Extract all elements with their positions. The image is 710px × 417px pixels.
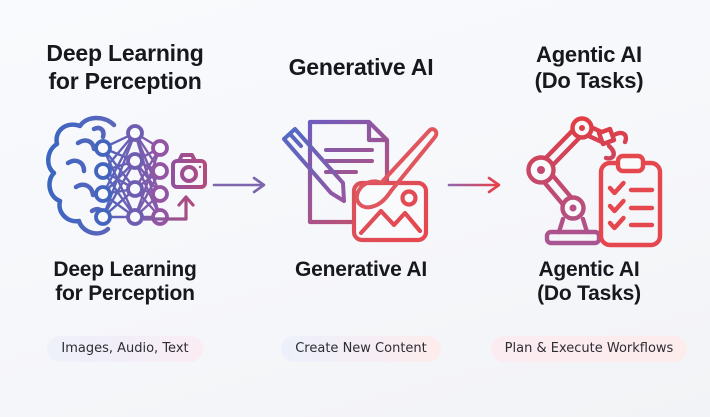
stage-agentic-ai: Agentic AI (Do Tasks) — [477, 0, 701, 417]
top-title-line1: Generative AI — [288, 54, 434, 81]
bottom-title-line2: (Do Tasks) — [537, 282, 641, 306]
arrow-right-icon — [212, 176, 266, 194]
stage-deep-learning-top-title: Deep Learning for Perception — [13, 36, 237, 100]
top-title-line2: for Perception — [48, 68, 202, 94]
image-icon — [351, 180, 429, 243]
pen-icon — [282, 127, 346, 203]
brain-neural-network-camera-icon — [45, 115, 207, 236]
stage-agentic-ai-top-title: Agentic AI (Do Tasks) — [477, 36, 701, 100]
stage-generative-ai: Generative AI — [250, 0, 472, 417]
neural-network-icon — [93, 124, 169, 226]
stage-deep-learning-pill-row: Images, Audio, Text — [13, 336, 237, 362]
stage-agentic-ai-icon-wrap — [477, 104, 701, 254]
robot-arm-checklist-icon — [526, 116, 663, 248]
stage-deep-learning: Deep Learning for Perception — [13, 0, 237, 417]
stage-generative-ai-bottom-title: Generative AI — [250, 258, 472, 282]
pill-images-audio-text: Images, Audio, Text — [47, 336, 203, 362]
bottom-title-line2: for Perception — [55, 282, 195, 306]
top-title-line1: Deep Learning — [46, 40, 204, 67]
bottom-title-line1: Agentic AI — [538, 258, 640, 281]
bottom-title-line1: Generative AI — [294, 258, 427, 281]
top-title-line1: Agentic AI — [536, 41, 642, 67]
stage-deep-learning-icon-wrap — [13, 104, 237, 254]
paintbrush-icon — [354, 127, 439, 210]
stage-deep-learning-bottom-title: Deep Learning for Perception — [13, 258, 237, 306]
top-title-line2: (Do Tasks) — [534, 68, 644, 93]
stage-generative-ai-top-title: Generative AI — [250, 36, 472, 100]
stage-generative-ai-icon-wrap — [250, 104, 472, 254]
camera-icon — [170, 153, 207, 189]
stage-agentic-ai-pill-row: Plan & Execute Workflows — [477, 336, 701, 362]
input-arrow-icon — [141, 195, 195, 221]
bottom-title-line1: Deep Learning — [53, 258, 197, 281]
checklist-clipboard-icon — [598, 153, 663, 248]
stage-agentic-ai-bottom-title: Agentic AI (Do Tasks) — [477, 258, 701, 306]
stage-generative-ai-pill-row: Create New Content — [250, 336, 472, 362]
pill-plan-execute-workflows: Plan & Execute Workflows — [490, 336, 688, 362]
pill-create-new-content: Create New Content — [281, 336, 441, 362]
arrow-right-icon — [447, 176, 501, 194]
robot-arm-icon — [526, 116, 629, 246]
document-pen-paintbrush-image-icon — [282, 119, 439, 243]
